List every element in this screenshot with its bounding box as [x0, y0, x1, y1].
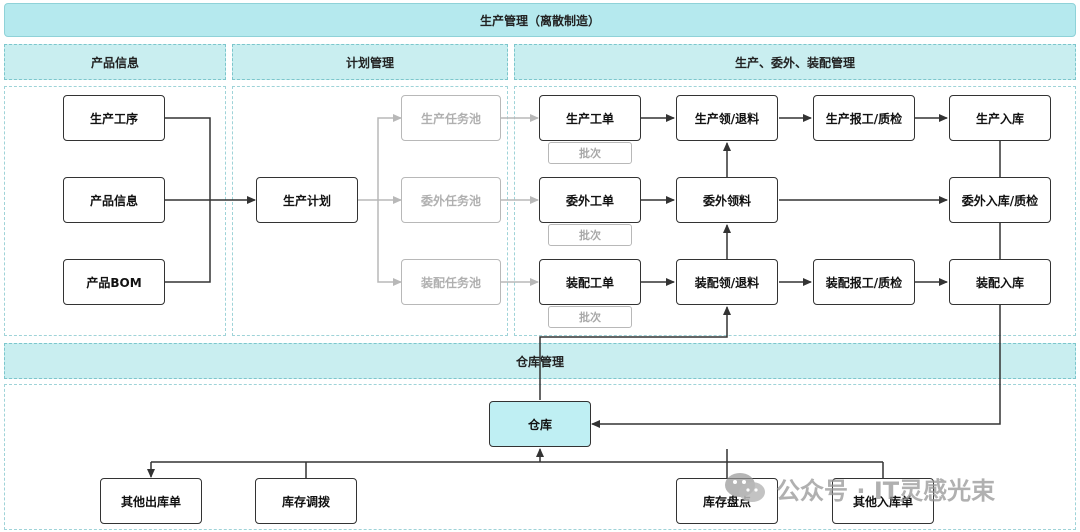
- diagram-title: 生产管理（离散制造）: [4, 3, 1076, 37]
- node-assembly-order[interactable]: 装配工单: [539, 259, 641, 305]
- node-other-inbound-label: 其他入库单: [852, 494, 913, 509]
- node-product-bom[interactable]: 产品BOM: [63, 259, 165, 305]
- section-production-management-label: 生产、委外、装配管理: [734, 55, 855, 70]
- node-product-info[interactable]: 产品信息: [63, 177, 165, 223]
- node-outsource-task-pool[interactable]: 委外任务池: [401, 177, 501, 223]
- node-production-material-issue[interactable]: 生产领/退料: [676, 95, 778, 141]
- node-outsource-order-label: 委外工单: [565, 193, 614, 208]
- node-production-receipt[interactable]: 生产入库: [949, 95, 1051, 141]
- node-assembly-receipt[interactable]: 装配入库: [949, 259, 1051, 305]
- node-work-order[interactable]: 生产工单: [539, 95, 641, 141]
- node-production-plan[interactable]: 生产计划: [256, 177, 358, 223]
- diagram-title-text: 生产管理（离散制造）: [479, 13, 600, 28]
- section-product-info: 产品信息: [4, 44, 226, 80]
- node-outsource-receipt-qc-label: 委外入库/质检: [961, 193, 1039, 208]
- section-warehouse-management-label: 仓库管理: [515, 354, 564, 369]
- node-assembly-task-pool-label: 装配任务池: [420, 275, 481, 290]
- node-assembly-material-issue-label: 装配领/退料: [694, 275, 760, 290]
- node-production-material-issue-label: 生产领/退料: [694, 111, 760, 126]
- node-production-report-qc[interactable]: 生产报工/质检: [813, 95, 915, 141]
- node-production-plan-label: 生产计划: [282, 193, 331, 208]
- node-other-outbound[interactable]: 其他出库单: [100, 478, 202, 524]
- node-warehouse[interactable]: 仓库: [489, 401, 591, 447]
- node-assembly-task-pool[interactable]: 装配任务池: [401, 259, 501, 305]
- node-stock-transfer-label: 库存调拨: [281, 494, 330, 509]
- section-warehouse-management: 仓库管理: [4, 343, 1076, 379]
- node-other-outbound-label: 其他出库单: [120, 494, 181, 509]
- node-production-report-qc-label: 生产报工/质检: [825, 111, 903, 126]
- node-assembly-report-qc[interactable]: 装配报工/质检: [813, 259, 915, 305]
- node-stock-transfer[interactable]: 库存调拨: [255, 478, 357, 524]
- node-production-task-pool-label: 生产任务池: [420, 111, 481, 126]
- tag-batch-work-order[interactable]: 批次: [548, 142, 632, 164]
- node-warehouse-label: 仓库: [527, 417, 552, 432]
- node-work-order-label: 生产工单: [565, 111, 614, 126]
- tag-batch-label: 批次: [579, 147, 601, 160]
- section-plan-management: 计划管理: [232, 44, 508, 80]
- tag-batch-label: 批次: [579, 229, 601, 242]
- tag-batch-assembly-order[interactable]: 批次: [548, 306, 632, 328]
- node-routing-label: 生产工序: [89, 111, 138, 126]
- panel-product-info: [4, 86, 226, 336]
- node-outsource-material-issue-label: 委外领料: [702, 193, 751, 208]
- node-stocktaking-label: 库存盘点: [702, 494, 751, 509]
- node-outsource-task-pool-label: 委外任务池: [420, 193, 481, 208]
- node-assembly-receipt-label: 装配入库: [975, 275, 1024, 290]
- watermark-text: 公众号 · IT灵感光束: [776, 476, 996, 505]
- section-production-management: 生产、委外、装配管理: [514, 44, 1076, 80]
- panel-plan-management: [232, 86, 508, 336]
- node-product-info-label: 产品信息: [89, 193, 138, 208]
- tag-batch-label: 批次: [579, 311, 601, 324]
- node-production-receipt-label: 生产入库: [975, 111, 1024, 126]
- node-outsource-material-issue[interactable]: 委外领料: [676, 177, 778, 223]
- node-outsource-order[interactable]: 委外工单: [539, 177, 641, 223]
- node-other-inbound[interactable]: 其他入库单: [832, 478, 934, 524]
- node-assembly-material-issue[interactable]: 装配领/退料: [676, 259, 778, 305]
- tag-batch-outsource-order[interactable]: 批次: [548, 224, 632, 246]
- section-plan-management-label: 计划管理: [345, 55, 394, 70]
- node-outsource-receipt-qc[interactable]: 委外入库/质检: [949, 177, 1051, 223]
- section-product-info-label: 产品信息: [90, 55, 139, 70]
- node-production-task-pool[interactable]: 生产任务池: [401, 95, 501, 141]
- node-assembly-report-qc-label: 装配报工/质检: [825, 275, 903, 290]
- wechat-icon: [725, 473, 765, 502]
- node-assembly-order-label: 装配工单: [565, 275, 614, 290]
- watermark: 公众号 · IT灵感光束: [722, 470, 995, 506]
- node-routing[interactable]: 生产工序: [63, 95, 165, 141]
- node-product-bom-label: 产品BOM: [86, 275, 142, 290]
